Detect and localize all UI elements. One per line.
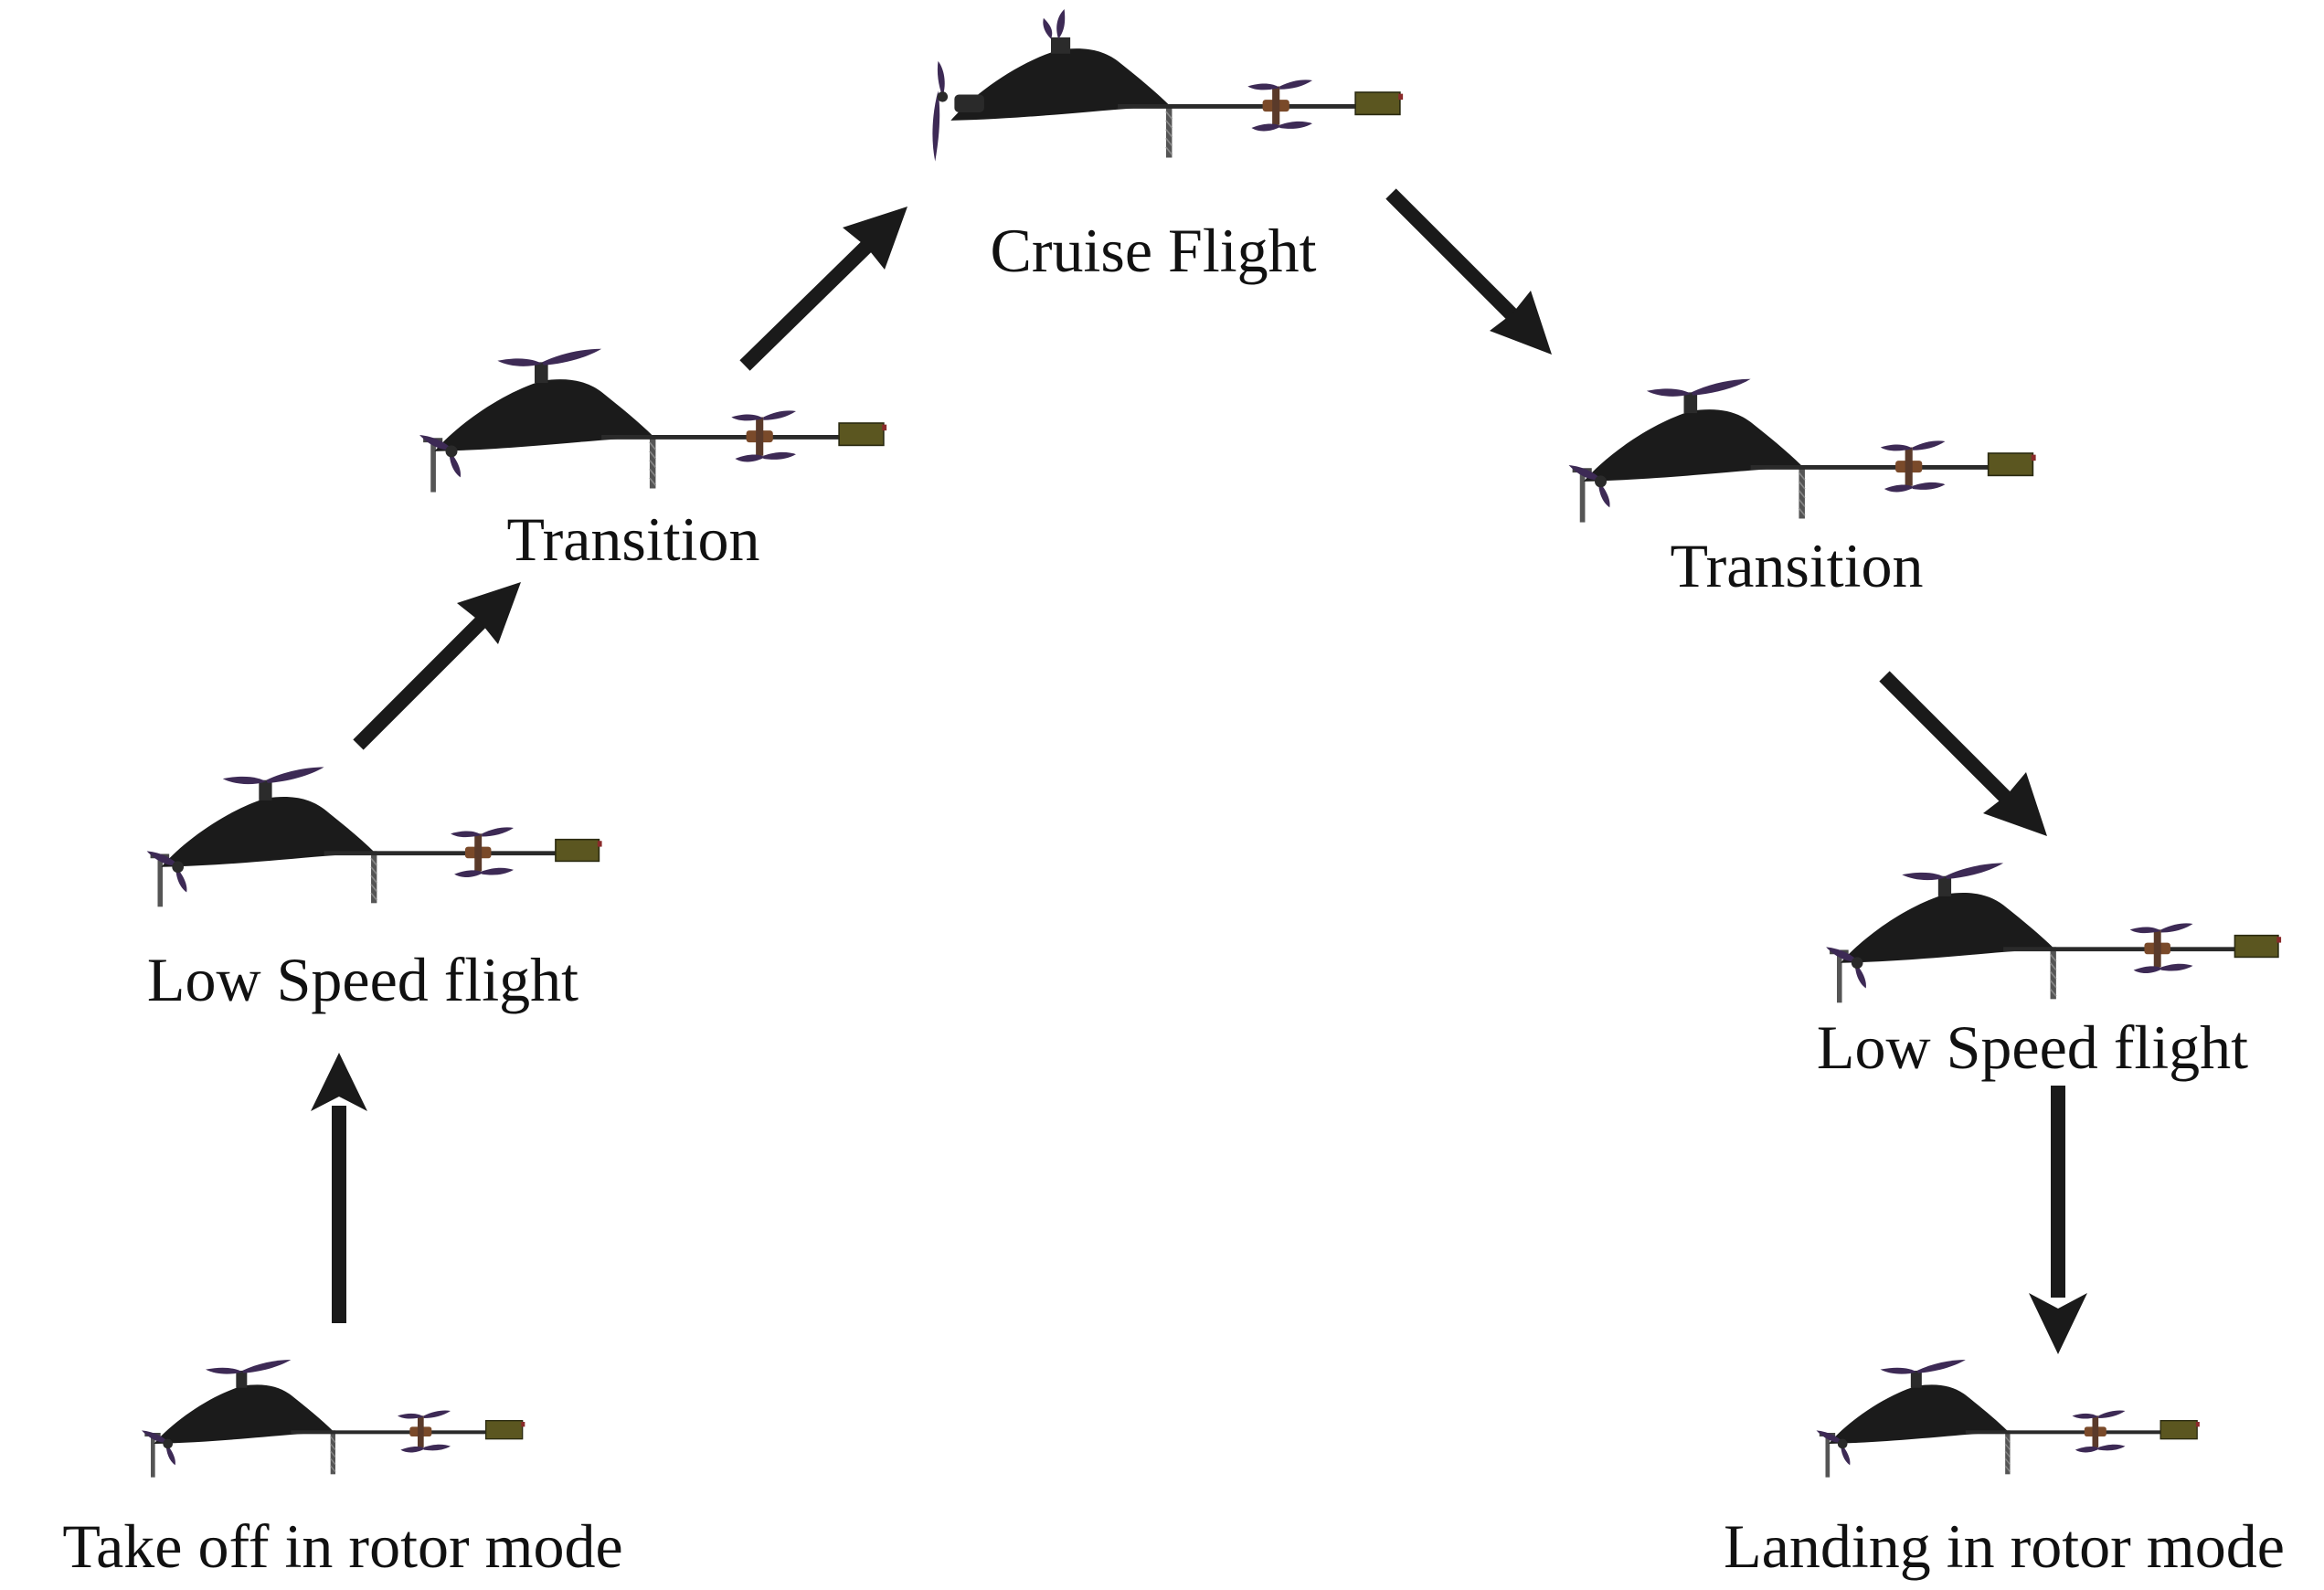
arrow-transition-to-low-speed xyxy=(1879,671,2047,836)
arrow-transition-to-cruise xyxy=(739,207,907,371)
label-landing: Landing in rotor mode xyxy=(1724,1511,2285,1581)
label-cruise-flight: Cruise Flight xyxy=(990,216,1317,285)
label-low-speed-flight-1: Low Speed flight xyxy=(146,945,579,1014)
label-low-speed-flight-2: Low Speed flight xyxy=(1816,1012,2249,1082)
label-transition-1: Transition xyxy=(506,504,760,574)
arrow-cruise-to-transition xyxy=(1385,188,1552,355)
arrow-low-speed-to-landing xyxy=(2029,1086,2087,1354)
arrow-takeoff-to-low-speed xyxy=(311,1053,367,1323)
arrow-low-speed-to-transition xyxy=(353,582,521,750)
label-transition-2: Transition xyxy=(1670,531,1924,600)
label-takeoff: Take off in rotor mode xyxy=(62,1511,623,1581)
